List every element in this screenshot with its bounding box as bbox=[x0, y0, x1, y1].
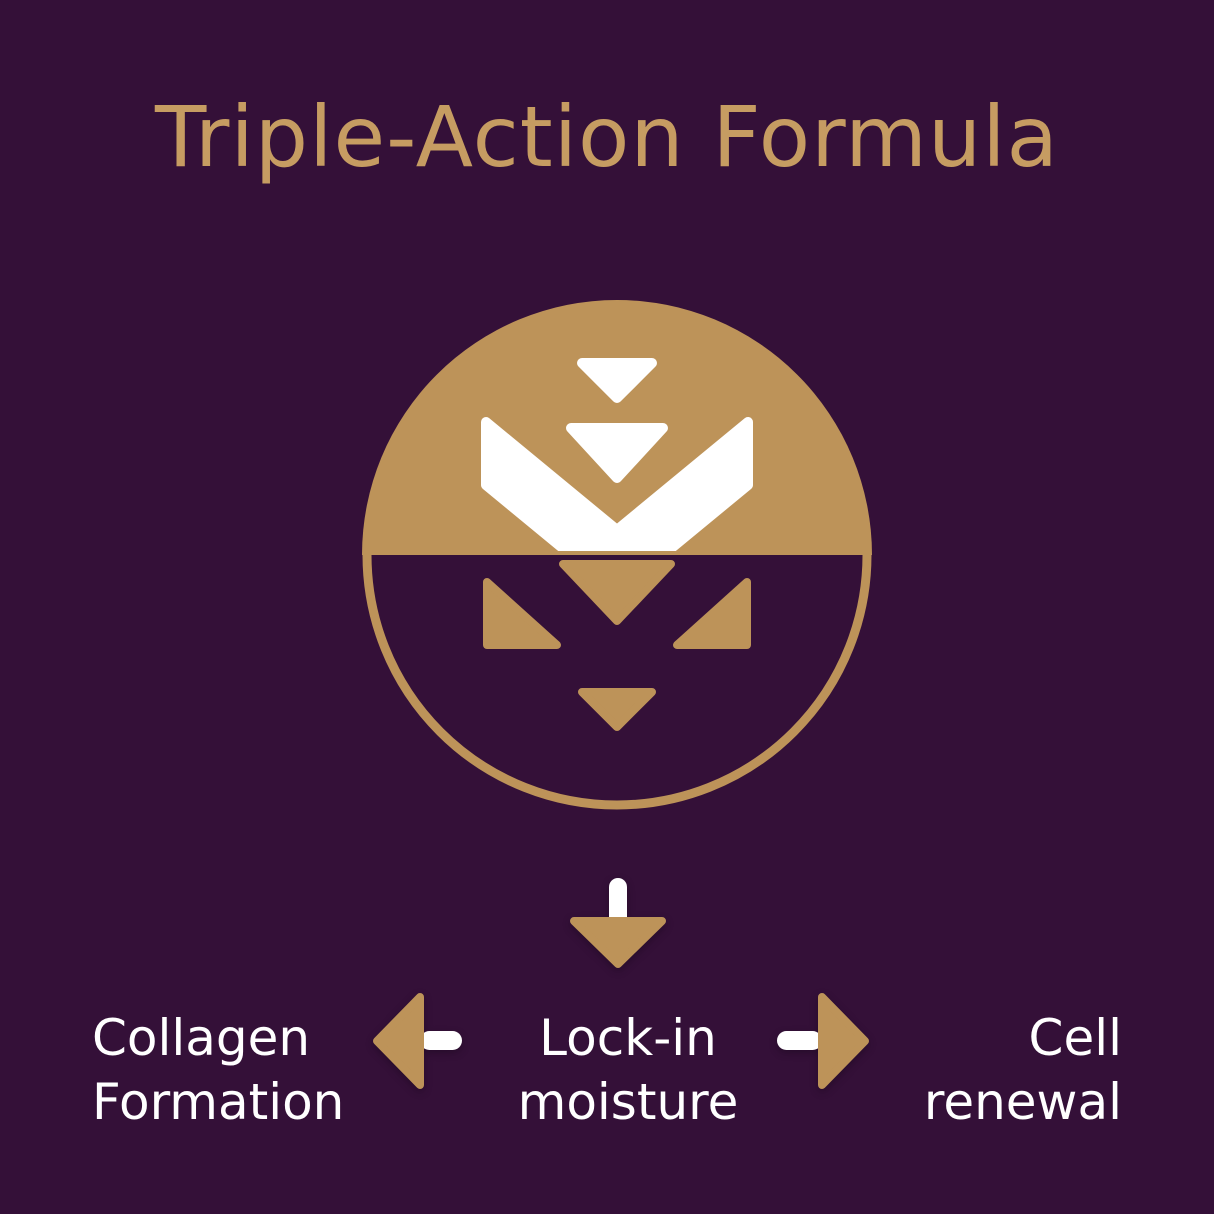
left-arrow-head bbox=[373, 993, 424, 1089]
right-arrow-stem bbox=[777, 1031, 822, 1050]
emblem-upper-glyphs bbox=[481, 358, 753, 551]
step-line-2: moisture bbox=[517, 1073, 739, 1131]
step-cell-renewal: Cell renewal bbox=[924, 1006, 1122, 1134]
down-arrow-icon bbox=[570, 878, 666, 968]
left-arrow-stem bbox=[420, 1031, 462, 1050]
step-line-1: Collagen bbox=[92, 1009, 311, 1067]
step-line-1: Cell bbox=[1028, 1009, 1122, 1067]
emblem-small-triangle-top bbox=[577, 358, 657, 403]
step-line-2: renewal bbox=[923, 1073, 1122, 1131]
down-arrow-stem bbox=[609, 878, 627, 926]
left-arrow-icon bbox=[373, 993, 462, 1089]
right-arrow-icon bbox=[777, 993, 869, 1089]
emblem-right-triangle-bottom bbox=[673, 578, 751, 649]
emblem-chevron bbox=[481, 417, 753, 551]
step-line-2: Formation bbox=[92, 1073, 345, 1131]
down-arrow-head bbox=[570, 917, 666, 968]
emblem-medium-triangle-top bbox=[566, 423, 668, 483]
emblem-left-triangle-bottom bbox=[483, 578, 561, 649]
step-collagen-formation: Collagen Formation bbox=[92, 1006, 344, 1134]
emblem-small-triangle-bottom bbox=[578, 688, 656, 731]
step-lock-in-moisture: Lock-in moisture bbox=[518, 1006, 739, 1134]
right-arrow-head bbox=[818, 993, 869, 1089]
step-line-1: Lock-in bbox=[539, 1009, 717, 1067]
emblem-lower-glyphs bbox=[483, 560, 751, 731]
brand-emblem-icon bbox=[362, 300, 872, 810]
emblem-medium-triangle-bottom bbox=[559, 560, 675, 625]
page-title: Triple-Action Formula bbox=[154, 88, 1060, 186]
